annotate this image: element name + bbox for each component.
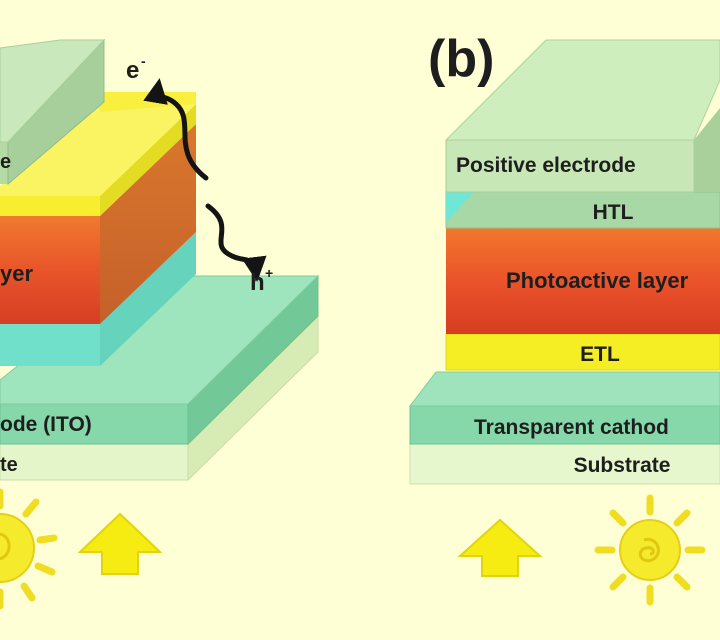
sun-icon — [594, 494, 706, 606]
panel-b: (b) Substrate Transparent cathod ETL Pho… — [408, 30, 720, 606]
panel-b-htl-label: HTL — [593, 201, 634, 224]
panel-a-anode: ode (ITO) — [0, 274, 320, 446]
up-arrow-icon — [457, 518, 543, 577]
panel-b-htl: HTL — [445, 191, 720, 229]
sun-icon — [0, 488, 58, 610]
panel-a-active-label: yer — [0, 261, 33, 286]
svg-text:+: + — [265, 265, 273, 281]
panel-a-electrode-label: e — [0, 151, 11, 173]
panel-a-active-layer: yer — [0, 124, 196, 324]
hole-label: h + — [250, 265, 273, 296]
svg-text:e: e — [126, 57, 139, 84]
hole-curved-arrow-icon — [205, 203, 267, 282]
panel-b-label: (b) — [428, 30, 494, 88]
svg-text:h: h — [250, 269, 265, 296]
svg-text:-: - — [141, 53, 146, 69]
panel-a-substrate: te — [0, 314, 319, 482]
panel-b-cathode-label: Transparent cathod — [474, 416, 669, 439]
panel-a-anode-label: ode (ITO) — [0, 413, 92, 436]
panel-b-etl: ETL — [445, 333, 720, 371]
panel-a: te ode (ITO) yer — [0, 38, 320, 610]
panel-b-photoactive-label: Photoactive layer — [506, 268, 689, 293]
panel-b-electrode: Positive electrode — [444, 39, 720, 193]
panel-a-yellow-layer — [0, 92, 196, 216]
electron-label: e - — [126, 53, 146, 84]
panel-b-electrode-label: Positive electrode — [456, 154, 636, 177]
electron-curved-arrow-icon — [143, 78, 209, 181]
panel-b-photoactive: Photoactive layer — [446, 228, 720, 334]
panel-b-etl-label: ETL — [580, 343, 620, 366]
panel-a-electrode: e — [0, 38, 106, 186]
panel-b-cathode: Transparent cathod — [408, 371, 720, 445]
up-arrow-icon — [77, 512, 163, 575]
panel-a-cyan-layer — [0, 232, 196, 366]
panel-b-substrate-label: Substrate — [574, 454, 671, 477]
panel-b-substrate: Substrate — [409, 443, 720, 485]
panel-a-substrate-label: te — [0, 454, 18, 476]
